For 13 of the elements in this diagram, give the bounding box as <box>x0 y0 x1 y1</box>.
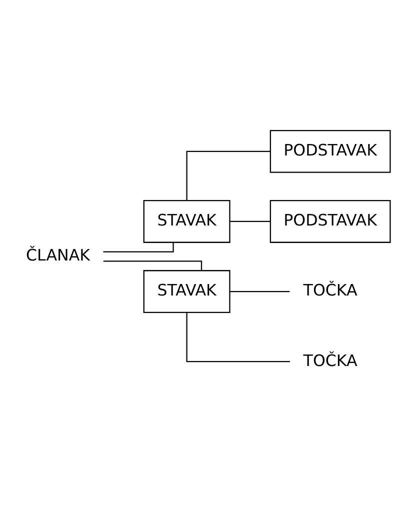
node-text: TOČKA <box>303 280 358 300</box>
connector <box>186 150 270 200</box>
node-text: TOČKA <box>303 350 358 370</box>
node-box: STAVAK <box>143 270 230 313</box>
node-text: ČLANAK <box>26 246 90 265</box>
connector <box>103 260 202 270</box>
connector <box>230 220 270 222</box>
connector <box>186 312 290 362</box>
connector <box>103 242 174 252</box>
connector <box>230 290 290 292</box>
node-box: PODSTAVAK <box>270 130 391 173</box>
node-box: STAVAK <box>143 200 230 243</box>
node-box: PODSTAVAK <box>270 200 391 243</box>
